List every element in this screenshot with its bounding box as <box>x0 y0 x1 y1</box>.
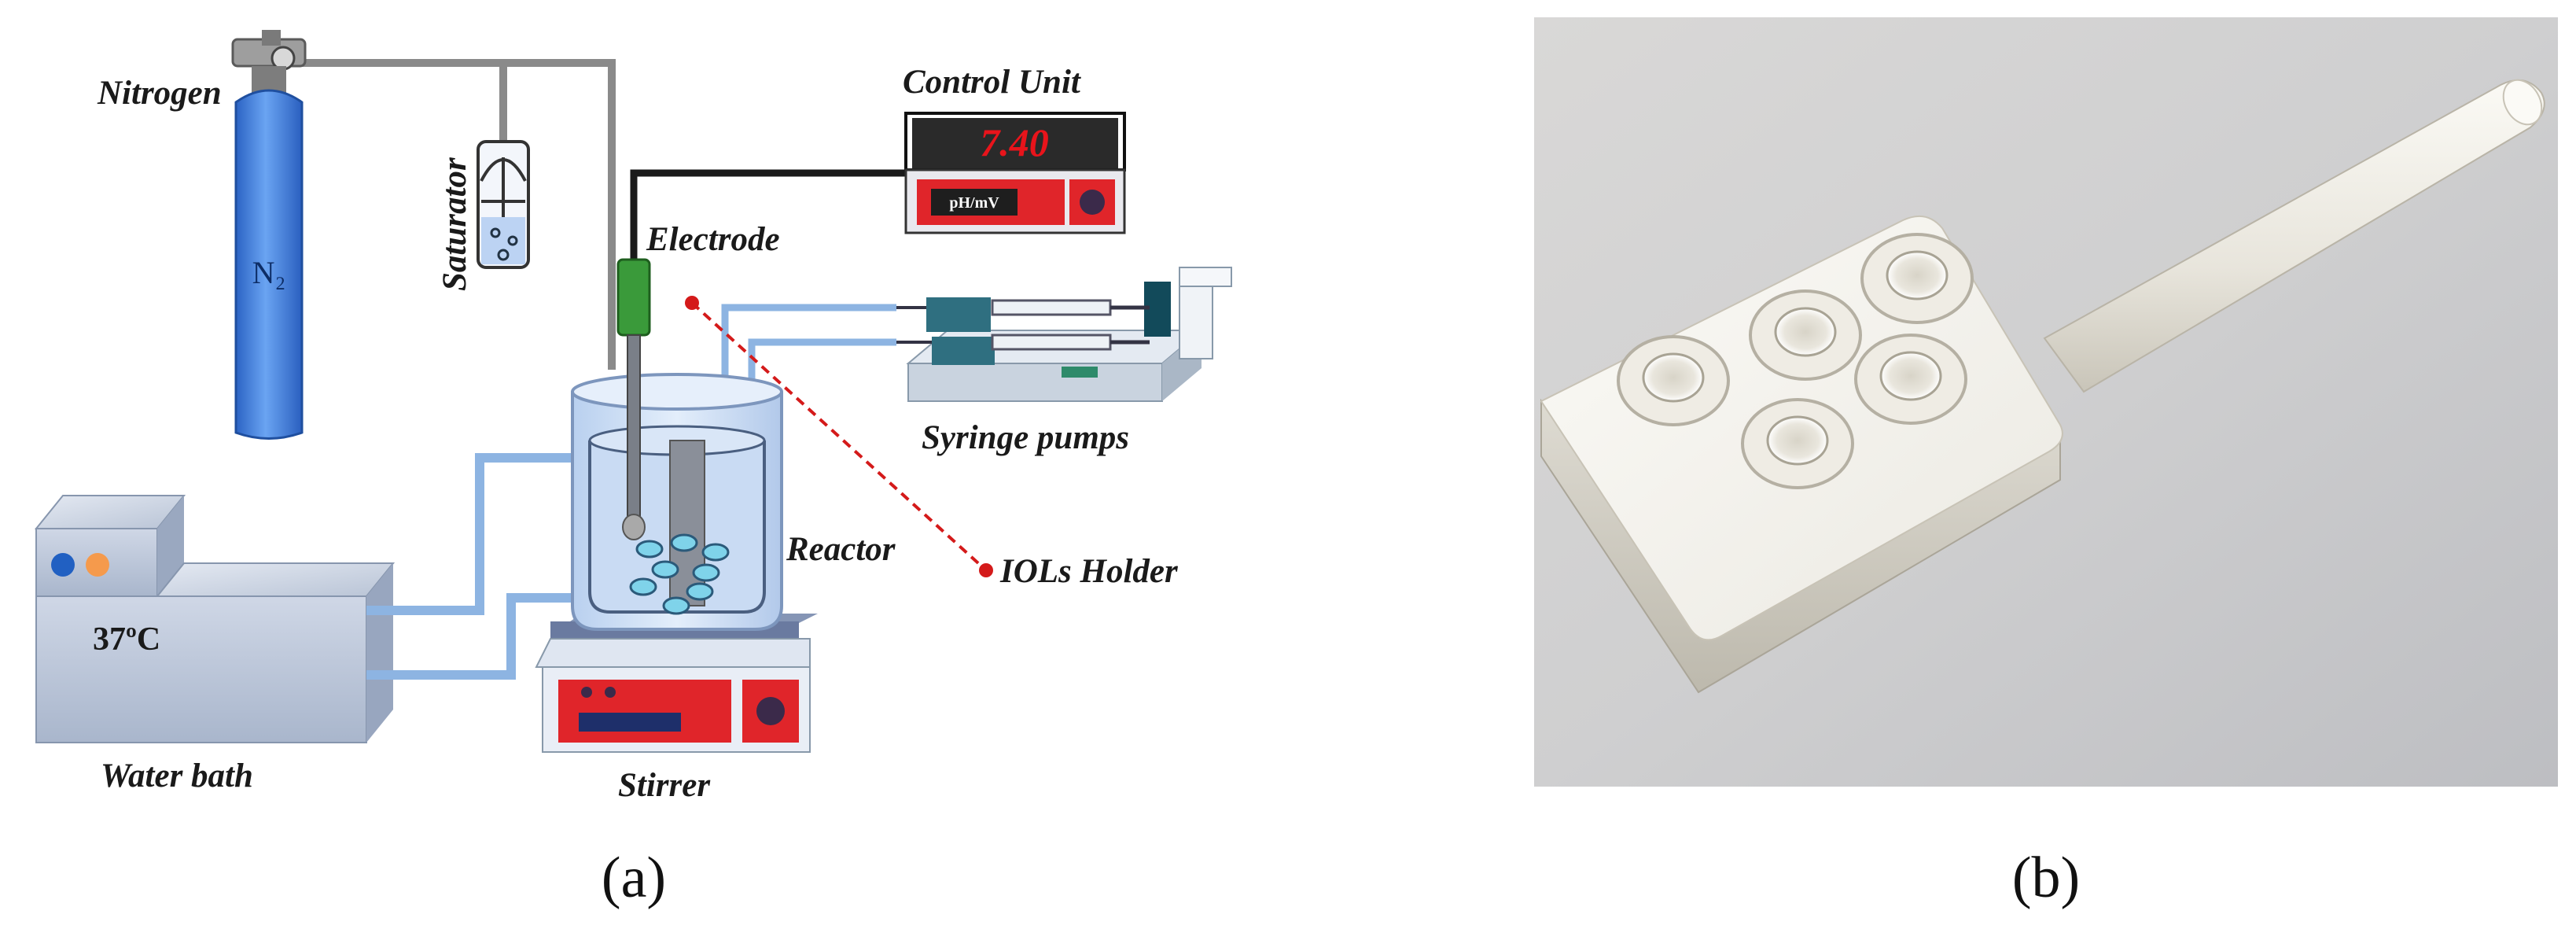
reactor-label: Reactor <box>786 531 896 568</box>
electrode <box>616 258 651 540</box>
stirrer-label: Stirrer <box>618 767 711 804</box>
electrode-cable <box>630 169 912 283</box>
iol-holder-object <box>1540 79 2545 694</box>
iols-holder-label: IOLs Holder <box>999 553 1179 590</box>
circulation-tubes <box>366 453 576 680</box>
control-unit-label: Control Unit <box>903 64 1082 101</box>
control-unit-reading: 7.40 <box>980 120 1049 164</box>
control-unit: 7.40 pH/mV <box>904 112 1126 234</box>
reactor <box>571 373 783 631</box>
control-unit-mode: pH/mV <box>949 194 999 212</box>
nitrogen-gas-line <box>293 59 616 370</box>
stirrer <box>535 614 818 753</box>
water-bath: 37ºC <box>34 495 396 743</box>
syringe-pumps <box>896 267 1232 402</box>
nitrogen-cylinder: N₂ <box>231 30 307 440</box>
saturator <box>477 140 530 269</box>
water-bath-label: Water bath <box>101 758 253 794</box>
iols-holder-pointer <box>685 296 993 577</box>
saturator-label: Saturator <box>436 157 473 291</box>
nitrogen-label: Nitrogen <box>97 75 222 112</box>
cylinder-n2-text: N₂ <box>252 255 286 290</box>
panel-a: N₂ Nitrogen Saturator 7.40 pH/mV <box>34 30 1232 910</box>
panel-b: (b) <box>1534 17 2558 910</box>
electrode-label: Electrode <box>646 221 780 258</box>
panel-a-caption: (a) <box>602 846 666 910</box>
water-bath-temperature: 37ºC <box>93 621 160 658</box>
lens-wells <box>1617 233 1974 489</box>
panel-b-caption: (b) <box>2012 846 2080 910</box>
syringe-pumps-label: Syringe pumps <box>922 419 1129 456</box>
